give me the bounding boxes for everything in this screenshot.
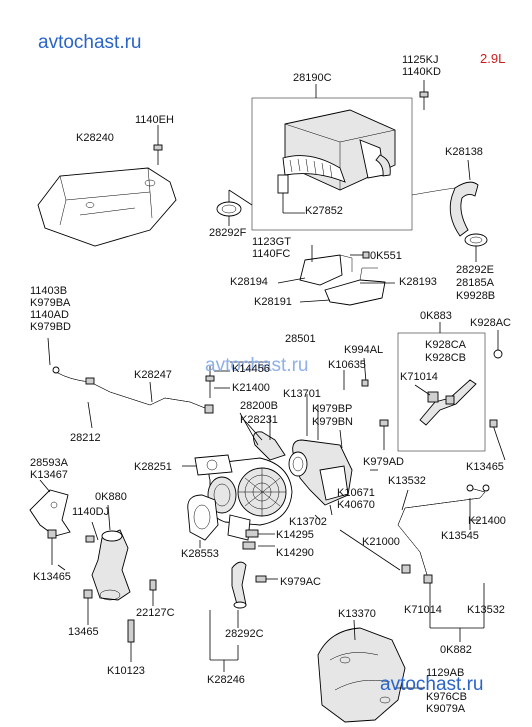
part-label: 1140AD	[30, 309, 69, 321]
bolt-1140eh	[153, 125, 163, 165]
part-label: K28240	[76, 132, 114, 144]
engine-cover-k28240	[37, 167, 177, 247]
part-label: K13701	[283, 388, 321, 400]
oil-drain-0k880	[85, 504, 131, 601]
bolt-k13465-right	[489, 419, 506, 461]
part-label: K976CB	[426, 691, 467, 703]
part-label: K28191	[254, 296, 292, 308]
gasket-k28553	[187, 494, 219, 548]
part-label: K27852	[305, 205, 343, 217]
part-label: K28194	[230, 276, 268, 288]
part-label: 1123GT	[252, 236, 291, 248]
part-label: K928AC	[470, 317, 511, 329]
part-label: K21400	[232, 382, 270, 394]
part-label: 28292F	[209, 227, 247, 239]
part-label: 28292E	[456, 264, 494, 276]
part-label: 1140FC	[252, 248, 291, 260]
part-label: 28593A	[30, 457, 68, 469]
part-label: K28193	[399, 276, 437, 288]
gasket-k28251	[182, 454, 233, 476]
intercooler-box-28190c	[251, 97, 413, 231]
part-label: 1140DJ	[72, 506, 110, 518]
part-label: K10123	[107, 665, 145, 677]
elbow-k10671	[288, 394, 353, 516]
clamp-28292f	[216, 189, 253, 226]
part-label: K979AD	[363, 456, 404, 468]
part-label: K13702	[289, 516, 327, 528]
part-label: K13370	[338, 608, 376, 620]
part-label: K14295	[276, 529, 314, 541]
part-label: K13532	[388, 475, 426, 487]
part-label: K14456	[232, 363, 270, 375]
oil-pipe-k28247	[47, 337, 214, 429]
part-label: K71014	[400, 371, 438, 383]
drain-hose-28292c	[209, 529, 278, 672]
part-label: K979AC	[280, 576, 321, 588]
hose-k28138	[411, 159, 479, 237]
part-label: 22127C	[136, 607, 175, 619]
part-label: K928CA	[425, 339, 466, 351]
part-label: 1140KD	[402, 66, 441, 78]
part-label: 0K882	[440, 644, 472, 656]
bracket-set	[277, 245, 395, 306]
part-label: 11403B	[30, 285, 68, 297]
bolts-upper-turbo	[205, 361, 270, 398]
part-label: K28247	[134, 369, 172, 381]
part-label: K994AL	[344, 344, 384, 356]
part-label: 28501	[285, 333, 316, 345]
part-label: 28212	[70, 432, 101, 444]
part-label: K40670	[337, 499, 375, 511]
part-label: K28251	[134, 461, 172, 473]
part-label: K979BA	[30, 297, 71, 309]
part-label: K979BN	[312, 416, 353, 428]
part-label: K71014	[404, 604, 442, 616]
bolt-1125kj	[419, 80, 429, 110]
part-label: 1129AB	[426, 667, 465, 679]
part-label: 28292C	[225, 628, 264, 640]
part-label: K979BP	[312, 403, 353, 415]
part-label: K28138	[445, 146, 483, 158]
part-label: K979BD	[30, 321, 71, 333]
fittings-k10635	[343, 357, 389, 450]
turbocharger-28200b	[207, 412, 293, 541]
hose-kit-0k883-box	[397, 322, 503, 452]
part-label: K13467	[30, 469, 68, 481]
part-label: K10635	[328, 359, 366, 371]
part-label: 13465	[68, 626, 99, 638]
part-label: K10671	[337, 487, 375, 499]
watermark-bottom: avtochast.ru	[380, 674, 484, 695]
clamp-28292e	[464, 233, 488, 262]
part-label: K21000	[362, 536, 400, 548]
part-label: 28185A	[456, 277, 494, 289]
return-pipe-k21000	[339, 484, 490, 642]
part-label: K9928B	[456, 290, 496, 302]
fasteners-lower-left	[83, 579, 157, 662]
engine-displacement-tag: 2.9L	[480, 51, 506, 66]
part-label: K28553	[181, 548, 219, 560]
heat-shield-k13370	[317, 619, 425, 723]
part-label: K28246	[207, 674, 245, 686]
part-label: 1125KJ	[402, 54, 439, 66]
part-label: K928CB	[425, 352, 466, 364]
watermark-top: avtochast.ru	[38, 32, 142, 53]
part-label: 28190C	[293, 72, 332, 84]
part-label: 0K880	[95, 491, 127, 503]
part-label: 0K551	[370, 250, 402, 262]
part-label: 0K883	[420, 310, 452, 322]
part-label: K21400	[468, 515, 506, 527]
part-label: 1140EH	[135, 114, 174, 126]
part-label: K13532	[467, 604, 505, 616]
part-label: K13465	[33, 571, 71, 583]
bracket-28593a	[29, 479, 71, 565]
part-label: K28231	[240, 414, 278, 426]
part-label: K13545	[441, 530, 479, 542]
part-label: 28200B	[240, 400, 278, 412]
watermark-middle: avtochast.ru	[205, 355, 309, 376]
part-label: K9079A	[426, 703, 466, 715]
part-label: K14290	[276, 547, 314, 559]
part-label: K13465	[466, 461, 504, 473]
